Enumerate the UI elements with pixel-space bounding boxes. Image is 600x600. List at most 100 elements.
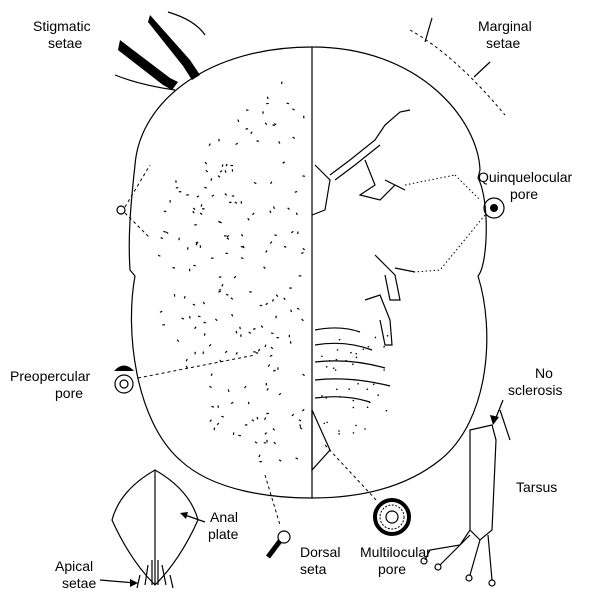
ventral-pore-mark [366, 406, 369, 409]
dorsal-seta-mark [218, 220, 221, 223]
ventral-pore-mark [334, 369, 337, 371]
dorsal-seta-mark [215, 318, 218, 322]
ventral-pore-mark [355, 352, 358, 355]
dorsal-seta-mark [245, 109, 249, 112]
dorsal-seta-mark [258, 454, 261, 458]
dorsal-seta-mark [221, 164, 224, 167]
label-dorsal-seta-2: seta [300, 561, 327, 577]
dorsal-seta-mark [225, 163, 228, 167]
dorsal-seta-mark [208, 343, 212, 347]
dorsal-seta-mark [302, 373, 305, 377]
dorsal-seta-mark [237, 119, 240, 123]
dorsal-seta-mark [290, 230, 294, 234]
dorsal-seta-mark [226, 234, 230, 238]
stigmatic-setae-inset [114, 11, 206, 91]
ventral-pore-mark [336, 349, 339, 351]
ventral-pore-mark [355, 424, 357, 427]
ventral-pore-mark [321, 395, 323, 397]
dorsal-seta-mark [263, 266, 266, 269]
dorsal-seta-mark [275, 294, 279, 297]
dorsal-seta-mark [176, 339, 180, 342]
dorsal-seta-mark [210, 373, 213, 377]
dorsal-seta-mark [301, 251, 304, 255]
dorsal-seta-mark [292, 136, 296, 139]
dorsal-seta-mark [273, 441, 277, 445]
ventral-pore-mark [325, 365, 328, 368]
dorsal-seta-mark [193, 264, 196, 267]
dorsal-seta-mark [227, 389, 230, 392]
dorsal-seta-mark [230, 401, 234, 405]
dorsal-seta-mark [290, 309, 293, 313]
dorsal-seta-mark [299, 426, 303, 430]
anal-plate-icon [111, 469, 199, 589]
dorsal-seta-mark [211, 405, 215, 408]
dorsal-seta-mark [265, 302, 268, 306]
label-quinquelocular-pore: Quinquelocular [478, 169, 573, 185]
dorsal-seta-mark [278, 459, 282, 462]
dorsal-seta-mark [163, 210, 167, 213]
dorsal-seta-mark [211, 194, 215, 197]
label-multilocular-pore: Multilocular [360, 544, 431, 560]
dorsal-seta-mark [273, 123, 277, 126]
ventral-pore-mark [323, 422, 325, 425]
dorsal-seta-mark [224, 350, 228, 354]
label-preopercular-pore: Preopercular [10, 368, 90, 384]
dorsal-seta-mark [299, 424, 302, 427]
dorsal-seta-mark [265, 250, 268, 253]
label-preopercular-pore-2: pore [55, 385, 83, 401]
dorsal-seta-mark [291, 413, 295, 417]
dorsal-seta-mark [235, 352, 238, 355]
dorsal-seta-mark [163, 230, 166, 233]
ventral-pore-mark [348, 388, 350, 390]
dorsal-seta-mark [240, 257, 244, 260]
dorsal-seta-mark [160, 237, 164, 240]
ventral-pore-mark [355, 356, 358, 359]
dorsal-seta-mark [243, 385, 247, 389]
dorsal-seta-mark [218, 290, 221, 293]
dorsal-seta-mark [235, 142, 239, 145]
marginal-setae-inset [409, 17, 506, 116]
dorsal-seta-mark [251, 419, 255, 422]
dorsal-seta-mark [264, 344, 267, 348]
stigmatic-pointers [116, 164, 151, 239]
dorsal-seta-mark [165, 231, 169, 235]
dorsal-seta-mark [301, 408, 305, 412]
dorsal-seta-mark [181, 317, 185, 320]
multilocular-pore-icon [324, 444, 411, 536]
ventral-pore-mark [350, 351, 352, 354]
dorsal-seta-mark [264, 417, 267, 420]
dorsal-seta-mark [247, 217, 250, 221]
dorsal-seta-mark [213, 427, 216, 431]
ventral-pore-mark [332, 367, 335, 369]
dorsal-seta-mark [294, 190, 298, 193]
quinquelocular-pore-icon [404, 174, 505, 273]
dorsal-seta-mark [248, 331, 252, 334]
ventral-pore-mark [374, 336, 377, 339]
ventral-pore-mark [377, 394, 379, 396]
dorsal-seta-mark [234, 201, 238, 204]
dorsal-seta-mark [256, 416, 259, 420]
ventral-pore-mark [338, 338, 341, 341]
ventral-pore-mark [335, 358, 338, 361]
ventral-pore-mark [367, 345, 370, 348]
dorsal-seta-mark [230, 297, 234, 300]
dorsal-seta-mark [267, 364, 271, 367]
dorsal-seta-mark [240, 233, 244, 237]
ventral-pore-mark [338, 430, 340, 432]
ventral-pore-mark [338, 433, 340, 435]
dorsal-seta-mark [287, 207, 290, 210]
dorsal-seta-mark [186, 194, 189, 196]
ventral-pore-mark [383, 369, 385, 371]
dorsal-seta-mark [240, 245, 244, 248]
label-apical-setae-2: setae [62, 575, 96, 591]
dorsal-seta-mark [231, 313, 234, 317]
dorsal-seta-mark [273, 369, 276, 372]
label-dorsal-seta: Dorsal [300, 544, 340, 560]
dorsal-seta-mark [195, 242, 198, 246]
dorsal-seta-mark [283, 297, 286, 301]
dorsal-seta-mark [272, 206, 275, 210]
tarsus-icon [420, 409, 511, 587]
dorsal-seta-mark [205, 169, 209, 173]
dorsal-seta-mark [216, 422, 220, 426]
dorsal-seta-mark [209, 385, 212, 389]
